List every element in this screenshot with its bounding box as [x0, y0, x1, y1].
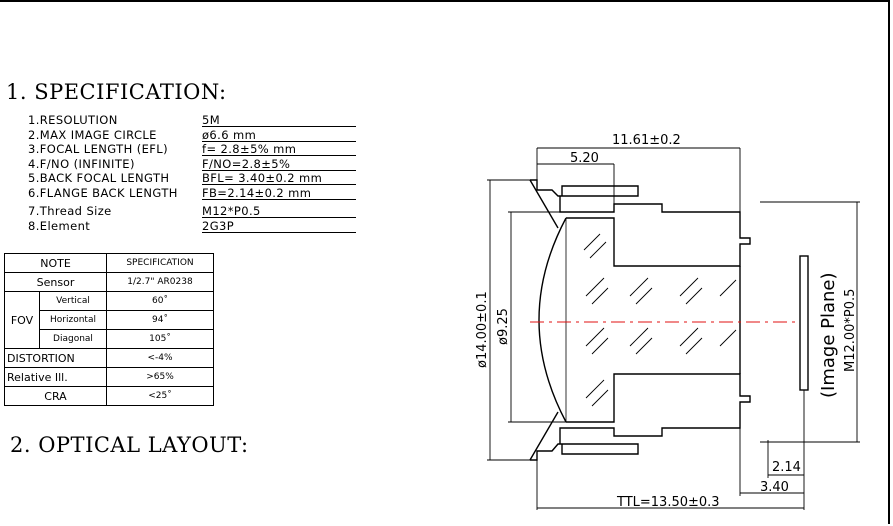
spec-label: 2.MAX IMAGE CIRCLE: [28, 127, 157, 142]
spec-value: 2G3P: [202, 219, 356, 233]
distortion-label: DISTORTION: [4, 348, 107, 368]
spec-row-image-circle: 2.MAX IMAGE CIRCLE ø6.6 mm: [28, 128, 368, 143]
spec-value: 5M: [202, 113, 356, 127]
dimension-lines: [487, 147, 860, 510]
spec-row-bfl: 5.BACK FOCAL LENGTH BFL= 3.40±0.2 mm: [28, 171, 368, 186]
spec-row-resolution: 1.RESOLUTION 5M: [28, 113, 368, 128]
spec-value: BFL= 3.40±0.2 mm: [202, 171, 356, 185]
specification-table: NOTE SPECIFICATION Sensor 1/2.7" AR0238 …: [4, 253, 214, 406]
image-plane-label: (Image Plane): [818, 272, 839, 398]
spec-label: 8.Element: [28, 218, 91, 233]
upper-barrel-outline: [530, 179, 751, 267]
spec-row-focal-length: 3.FOCAL LENGTH (EFL) f= 2.8±5% mm: [28, 142, 368, 157]
spec-value: f= 2.8±5% mm: [202, 142, 356, 156]
front-wedge-lower: [529, 411, 559, 461]
dim-top-front: 5.20: [570, 151, 599, 166]
spec-row-flange-back: 6.FLANGE BACK LENGTH FB=2.14±0.2 mm: [28, 186, 368, 201]
thread-label: M12.00*P0.5: [843, 289, 858, 372]
sensor-label: Sensor: [4, 272, 107, 292]
dim-top-total: 11.61±0.2: [612, 133, 681, 148]
dimension-labels: 11.61±0.2 5.20 ø14.00±0.1 ø9.25 2.14 3.4…: [475, 133, 858, 510]
cra-value: <25˚: [106, 386, 214, 406]
spec-value: F/NO=2.8±5%: [202, 157, 356, 171]
spec-value: FB=2.14±0.2 mm: [202, 186, 356, 200]
specification-heading: 1. SPECIFICATION:: [6, 80, 227, 104]
spec-list: 1.RESOLUTION 5M 2.MAX IMAGE CIRCLE ø6.6 …: [28, 113, 368, 233]
spec-label: 6.FLANGE BACK LENGTH: [28, 185, 178, 200]
dim-back-focal: 3.40: [760, 480, 789, 495]
spec-label: 7.Thread Size: [28, 204, 112, 218]
spec-label: 3.FOCAL LENGTH (EFL): [28, 142, 168, 156]
lens-hatching: [583, 233, 737, 407]
spec-row-element: 8.Element 2G3P: [28, 219, 368, 234]
spec-label: 5.BACK FOCAL LENGTH: [28, 171, 170, 185]
spec-row-fno: 4.F/NO (INFINITE) F/NO=2.8±5%: [28, 157, 368, 172]
dim-outer-diameter: ø14.00±0.1: [475, 291, 490, 368]
spec-label: 4.F/NO (INFINITE): [28, 156, 135, 171]
spec-label: 1.RESOLUTION: [28, 113, 118, 127]
spec-value: M12*P0.5: [202, 204, 356, 218]
dim-flange-back: 2.14: [772, 460, 801, 475]
relative-illumination-value: >65%: [106, 367, 214, 387]
lower-barrel-outline: [530, 373, 751, 461]
spec-row-thread: 7.Thread Size M12*P0.5: [28, 204, 368, 219]
spec-value: ø6.6 mm: [202, 128, 356, 142]
optical-layout-heading: 2. OPTICAL LAYOUT:: [10, 433, 249, 457]
cra-label: CRA: [4, 386, 107, 406]
dim-total-track: TTL=13.50±0.3: [616, 495, 720, 510]
table-header-note: NOTE: [4, 253, 107, 273]
front-lens-surface: [538, 217, 567, 423]
front-wedge-upper: [529, 179, 559, 229]
image-plane-sensor: [799, 255, 809, 391]
dim-inner-diameter: ø9.25: [496, 308, 511, 345]
lens-body: [529, 179, 809, 461]
